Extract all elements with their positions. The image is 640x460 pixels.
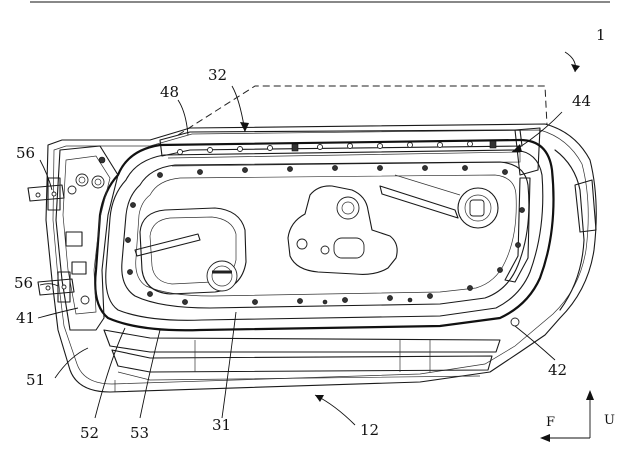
window-outline-dashed (177, 85, 548, 136)
label-lower-seal-outer: 51 (26, 371, 45, 389)
rear-edge (554, 149, 585, 311)
lower-sill-3 (117, 371, 481, 381)
axis-up-label: U (604, 413, 615, 428)
bolt-row-panel (125, 165, 525, 305)
up-arrowhead (586, 390, 594, 400)
inner-panel-recess (135, 174, 517, 297)
drum-slot (469, 199, 485, 217)
label-inner-panel: 31 (212, 416, 231, 434)
upper-rail-lower (167, 151, 521, 167)
weatherstrip-loop-inner (105, 149, 544, 321)
regulator-slot (333, 237, 365, 259)
drum-outer (457, 187, 499, 229)
hinge-pillar (55, 145, 119, 331)
latch (574, 179, 597, 233)
speaker-recess (139, 207, 247, 295)
sill-dividers (114, 340, 431, 392)
hinge-lower (37, 271, 75, 303)
label-weatherstrip-front: 41 (16, 309, 35, 327)
leader-arrowheads (240, 64, 580, 402)
rear-channel (504, 177, 531, 283)
hinge-pillar-bolts (65, 156, 106, 305)
hinge-upper-bolt2 (51, 191, 57, 197)
label-hinge-side: 48 (160, 83, 179, 101)
regulator-hole-top (336, 196, 360, 220)
label-hinge-upper: 56 (16, 144, 35, 162)
label-sash-corner: 44 (572, 92, 591, 110)
regulator-bracket (287, 185, 398, 275)
regulator-cable-2 (394, 174, 461, 196)
sash-corner (514, 127, 541, 176)
label-door-assembly: 1 (596, 26, 606, 44)
hinge-lower-bolt (45, 285, 51, 291)
regulator-hole-top-inner (341, 201, 355, 215)
direction-indicator: F U (540, 390, 615, 442)
forward-arrowhead (540, 434, 550, 442)
label-outer-panel-bottom: 12 (360, 421, 379, 439)
bolt-row-upper (177, 140, 497, 155)
hinge-upper-bolt (35, 192, 41, 198)
speaker-hole-inner (211, 265, 233, 287)
latch-bolt (510, 317, 520, 327)
axis-forward-label: F (546, 415, 555, 430)
label-lower-seal-inner: 53 (130, 424, 149, 442)
label-weatherstrip-rear: 42 (548, 361, 567, 379)
lower-sill-2 (111, 349, 493, 373)
regulator-hole-small (320, 245, 330, 255)
lower-sill (103, 329, 501, 353)
regulator-hole-left (296, 238, 308, 250)
drum-inner (464, 194, 492, 222)
regulator-cable (379, 185, 459, 219)
speaker-hole (206, 260, 238, 292)
weatherstrip-loop (94, 138, 555, 332)
inner-panel (121, 161, 530, 309)
label-upper-edge: 32 (208, 66, 227, 84)
hinge-lower-bolt2 (61, 284, 67, 290)
door-outer-skin (45, 123, 597, 393)
label-hinge-lower: 56 (14, 274, 33, 292)
speaker-recess-inner (149, 216, 237, 285)
door-skin-offset (52, 129, 589, 385)
label-lower-seal-mid: 52 (80, 424, 99, 442)
rod-left (134, 233, 201, 257)
